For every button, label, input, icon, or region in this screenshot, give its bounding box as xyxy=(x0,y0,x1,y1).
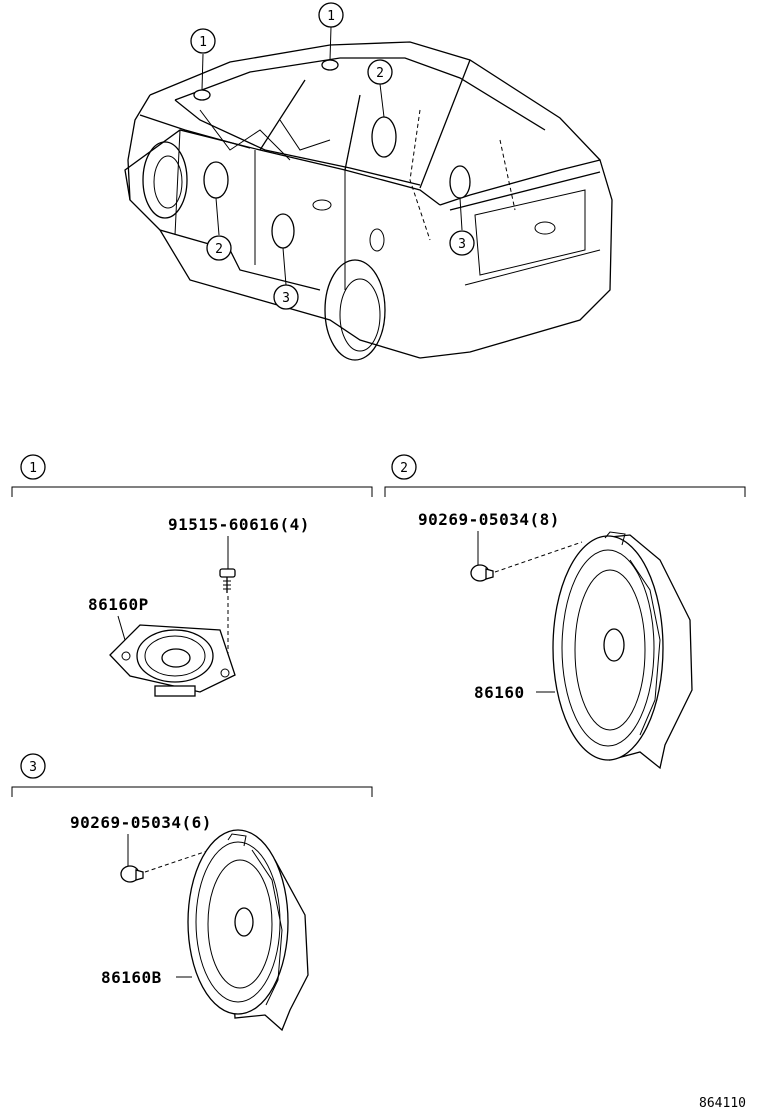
section-1-parts: 91515-60616(4) 86160P xyxy=(88,515,310,697)
speaker-part-number-86160P: 86160P xyxy=(88,595,149,614)
section-2-header: 2 xyxy=(384,454,746,497)
speaker-part-number-86160: 86160 xyxy=(474,683,525,702)
car-callout-3b: 3 xyxy=(449,230,475,256)
section-3-parts: 90269-05034(6) 86160B xyxy=(70,813,309,1032)
svg-text:3: 3 xyxy=(458,237,466,252)
car-speaker-rear-door-left xyxy=(271,213,295,249)
speaker-part-number-86160B: 86160B xyxy=(101,968,162,987)
car-callout-1a: 1 xyxy=(190,28,216,54)
bolt-part-number-91515: 91515-60616(4) xyxy=(168,515,310,534)
car-callout-2b: 2 xyxy=(206,235,232,261)
tweeter-speaker xyxy=(109,624,236,697)
bolt-screw xyxy=(219,568,236,593)
svg-text:1: 1 xyxy=(199,35,207,50)
section-1-header: 1 xyxy=(11,454,373,497)
car-callout-3a: 3 xyxy=(273,284,299,310)
svg-text:2: 2 xyxy=(400,461,408,476)
clip-part-number-90269-8: 90269-05034(8) xyxy=(418,510,560,529)
car-speaker-front-door-right xyxy=(371,116,397,158)
car-callout-1b: 1 xyxy=(318,2,344,28)
car-speaker-dash-right xyxy=(321,59,339,71)
clip-fastener-3 xyxy=(120,865,144,883)
clip-part-number-90269-6: 90269-05034(6) xyxy=(70,813,212,832)
door-speaker-large xyxy=(552,531,693,770)
svg-text:2: 2 xyxy=(215,242,223,257)
car-speaker-dash-left xyxy=(193,89,211,101)
section-2-parts: 90269-05034(8) 86160 xyxy=(418,510,693,770)
section-3-header: 3 xyxy=(11,753,373,797)
car-speaker-front-door-left xyxy=(203,161,229,199)
figure-number: 864110 xyxy=(699,1096,746,1111)
svg-text:3: 3 xyxy=(29,760,37,775)
svg-text:1: 1 xyxy=(327,9,335,24)
door-speaker-rear xyxy=(187,829,309,1032)
car-callout-2a: 2 xyxy=(367,59,393,85)
car-speaker-rear-door-right xyxy=(449,165,471,199)
car-overview-illustration xyxy=(124,26,613,361)
svg-text:2: 2 xyxy=(376,66,384,81)
svg-text:1: 1 xyxy=(29,461,37,476)
svg-text:3: 3 xyxy=(282,291,290,306)
clip-fastener-2 xyxy=(470,564,494,582)
